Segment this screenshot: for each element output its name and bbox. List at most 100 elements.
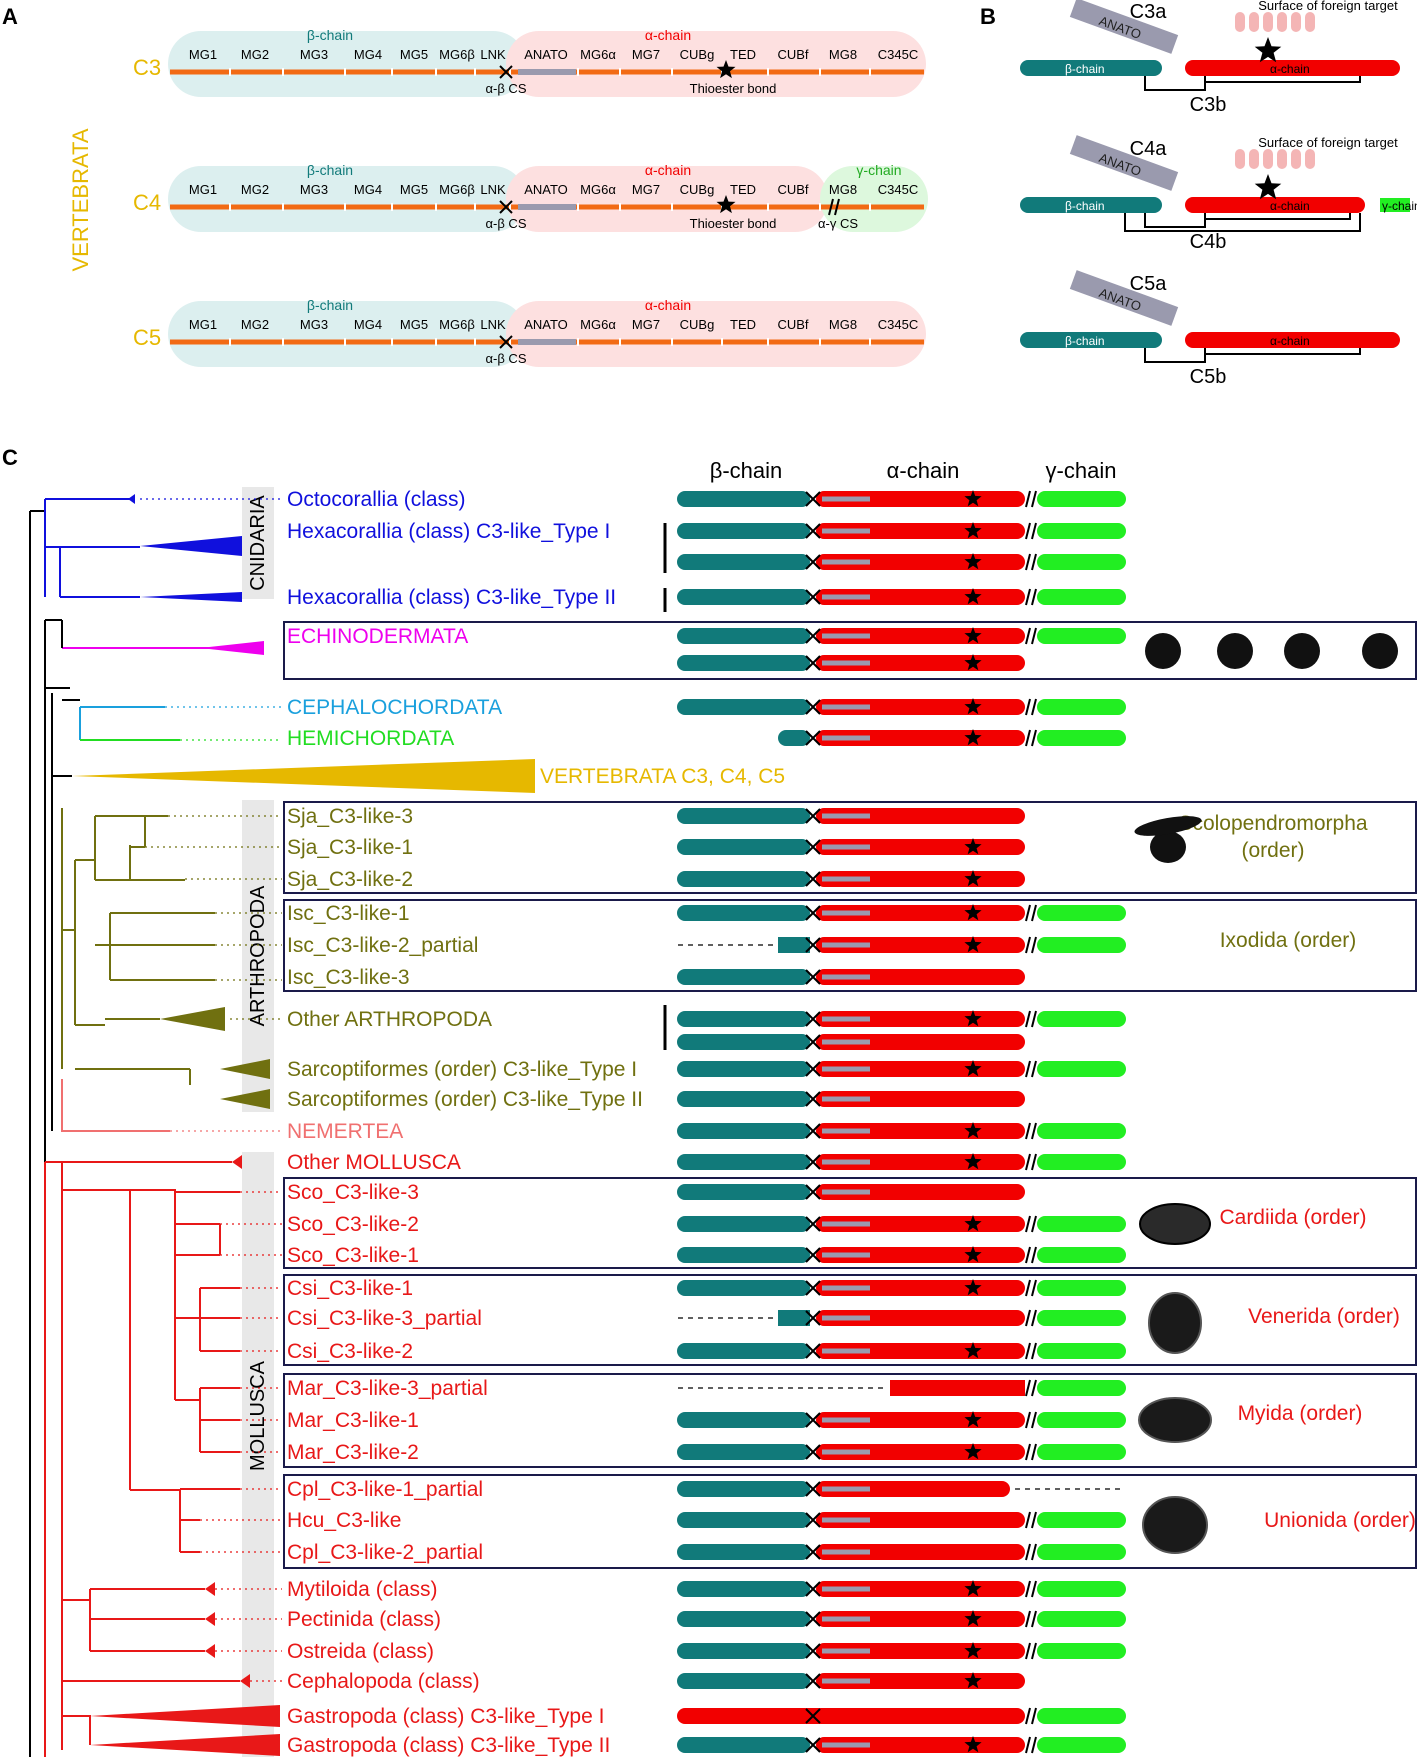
thioester-star-icon (1254, 37, 1282, 63)
tree-branch (200, 1287, 240, 1352)
panel-a-letter: A (2, 4, 18, 29)
alpha-gamma-cleavage-icon (1025, 1122, 1037, 1140)
domain-label: MG4 (354, 317, 382, 332)
domain-label: CUBg (680, 182, 715, 197)
cleavage-cross-icon (805, 730, 821, 746)
thioester-star-icon (964, 904, 982, 921)
collapsed-clade (140, 536, 242, 556)
taxon-row: Sco_C3-like-1 (287, 1244, 1126, 1267)
arthropoda-label: ARTHROPODA (247, 885, 269, 1026)
beta-chain-bar (677, 1737, 810, 1753)
gamma-chain-bar (1037, 1154, 1126, 1170)
header-gamma-chain: γ-chain (1046, 458, 1117, 483)
gamma-chain-label: γ-chain (856, 162, 901, 178)
thioester-star-icon (964, 654, 982, 671)
order-labels: Scolopendromorpha(order)Ixodida (order)C… (1134, 633, 1416, 1554)
taxon-row: ECHINODERMATA (287, 625, 1126, 648)
beta-chain-bar (677, 808, 810, 824)
beta-chain-bar (677, 491, 810, 507)
brittle-star-icon (1217, 633, 1253, 669)
taxon-label: Sco_C3-like-1 (287, 1244, 419, 1267)
beta-chain-bar (677, 1611, 810, 1627)
group-box (283, 1177, 1417, 1269)
alpha-chain-bar (1185, 197, 1365, 213)
beta-chain-bar (677, 1280, 810, 1296)
thioester-star-icon (964, 1060, 982, 1077)
domain-label: MG8 (829, 182, 857, 197)
taxon-label: Octocorallia (class) (287, 488, 466, 511)
thioester-star-icon (964, 1411, 982, 1428)
taxon-row: Mar_C3-like-2 (287, 1441, 1126, 1464)
alpha-gamma-cleavage-icon (1025, 553, 1037, 571)
domain-label: ANATO (524, 182, 568, 197)
anato-fragment (1069, 135, 1179, 191)
taxon-label: Sco_C3-like-2 (287, 1213, 419, 1236)
alpha-beta-cleavage-label: α-β CS (486, 81, 527, 96)
taxon-label: Sarcoptiformes (order) C3-like_Type I (287, 1058, 637, 1081)
cnidaria-label: CNIDARIA (247, 495, 269, 591)
membrane-lipid-icon (1249, 149, 1259, 169)
mussel-shell-icon (1142, 1496, 1208, 1554)
taxon-label: Cpl_C3-like-1_partial (287, 1478, 483, 1501)
beta-chain-label: β-chain (307, 27, 353, 43)
gamma-chain-bar (1037, 1643, 1126, 1659)
gamma-chain-bar (1037, 1011, 1126, 1027)
taxon-label: Hexacorallia (class) C3-like_Type I (287, 520, 610, 543)
taxon-row: Sarcoptiformes (order) C3-like_Type I (287, 1058, 1126, 1081)
domain-label: MG6β (439, 182, 475, 197)
cleavage-cross-icon (805, 1343, 821, 1359)
taxon-row: Ostreida (class) (287, 1640, 1126, 1663)
alpha-gamma-cleavage-icon (1025, 1443, 1037, 1461)
beta-chain-bar (677, 1247, 810, 1263)
sea-urchin-icon (1362, 633, 1398, 669)
gamma-chain-bar (1037, 699, 1126, 715)
tree-branch (60, 546, 140, 598)
membrane-lipid-icon (1305, 12, 1315, 32)
alpha-chain-bar (816, 1310, 1025, 1326)
cleavage-cross-icon (805, 1280, 821, 1296)
beta-region (168, 31, 526, 97)
alpha-chain-bar (816, 1512, 1025, 1528)
beta-chain-label: β-chain (1065, 199, 1105, 213)
taxon-row: Pectinida (class) (287, 1608, 1126, 1631)
alpha-region (506, 31, 926, 97)
beta-chain-bar (778, 937, 810, 953)
cleavage-cross-icon (805, 1011, 821, 1027)
taxon-label: Cpl_C3-like-2_partial (287, 1541, 483, 1564)
alpha-chain-bar (816, 969, 1025, 985)
membrane-lipid-icon (1249, 12, 1259, 32)
domain-label: C345C (878, 47, 918, 62)
taxon-label: Isc_C3-like-3 (287, 966, 410, 989)
gamma-chain-bar (1037, 1412, 1126, 1428)
alpha-chain-bar (1185, 60, 1400, 76)
taxon-row: Isc_C3-like-1 (287, 902, 1126, 925)
collapsed-clade (240, 1674, 250, 1688)
membrane-lipid-icon (1305, 149, 1315, 169)
order-label: Scolopendromorpha (1178, 812, 1367, 835)
gamma-chain-bar (1037, 1544, 1126, 1560)
tree-branch (44, 619, 70, 728)
collapsed-clade (205, 1612, 215, 1626)
alpha-gamma-cleavage-icon (1025, 627, 1037, 645)
domain-label: MG1 (189, 182, 217, 197)
sea-cucumber-icon (1284, 633, 1320, 669)
cockle-shell-icon (1139, 1203, 1211, 1245)
membrane-lipid-icon (1277, 149, 1287, 169)
alpha-gamma-cleavage-icon (1025, 1010, 1037, 1028)
domain-label: MG6β (439, 317, 475, 332)
taxon-row: Mytiloida (class) (287, 1578, 1126, 1601)
beta-chain-bar (677, 1184, 810, 1200)
order-label: Ixodida (order) (1220, 929, 1357, 952)
gamma-chain-bar (1037, 1737, 1126, 1753)
beta-chain-label: β-chain (1065, 62, 1105, 76)
membrane-lipid-icon (1291, 12, 1301, 32)
alpha-gamma-cleavage-icon (1025, 904, 1037, 922)
collapsed-clade (140, 592, 242, 602)
tree-branch (61, 1079, 170, 1132)
gamma-chain-bar (1037, 905, 1126, 921)
alpha-gamma-cleavage-icon (1025, 588, 1037, 606)
beta-chain-bar (677, 871, 810, 887)
